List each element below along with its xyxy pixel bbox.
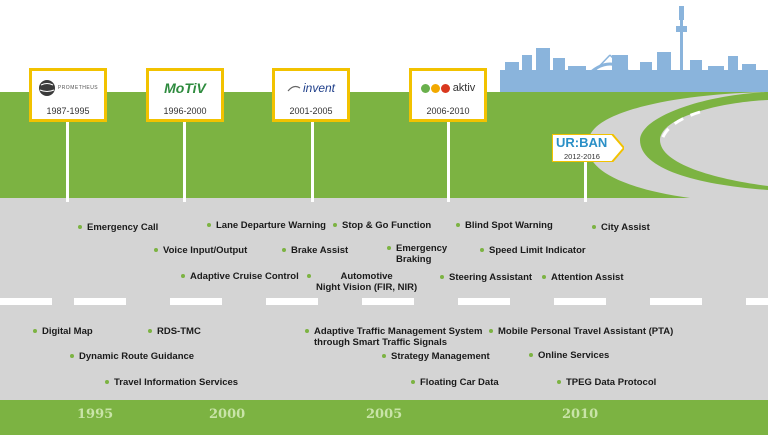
bullet xyxy=(382,354,386,358)
function-lane-departure-warning: Lane Departure Warning xyxy=(207,220,326,231)
invent-wordmark: invent xyxy=(302,81,336,95)
bullet xyxy=(456,223,460,227)
road-dash xyxy=(746,298,768,305)
bullet xyxy=(181,274,185,278)
function-city-assist: City Assist xyxy=(592,222,650,233)
function-voice-input-output: Voice Input/Output xyxy=(154,245,247,256)
motiv-wordmark: MoTiV xyxy=(164,80,206,96)
bullet xyxy=(33,329,37,333)
milestone-years: 1996-2000 xyxy=(163,106,207,116)
city-skyline xyxy=(500,6,768,95)
road-dash xyxy=(458,298,510,305)
bullet xyxy=(592,225,596,229)
prometheus-logo: PROMETHEUS xyxy=(32,73,104,103)
bullet xyxy=(387,246,391,250)
bullet xyxy=(557,380,561,384)
bullet xyxy=(440,275,444,279)
aktiv-circle-icon xyxy=(430,83,440,93)
milestone-years: 2006-2010 xyxy=(426,106,470,116)
urban-wordmark: UR:BAN xyxy=(556,135,608,150)
road-dash xyxy=(170,298,222,305)
milestone-sign-prometheus: PROMETHEUS 1987-1995 xyxy=(29,68,107,122)
year-label: 1995 xyxy=(77,407,114,422)
urban-years: 2012-2016 xyxy=(564,152,600,161)
bullet xyxy=(70,354,74,358)
aktiv-wordmark: aktiv xyxy=(452,82,476,94)
road-dash xyxy=(74,298,126,305)
function-rds-tmc: RDS-TMC xyxy=(148,326,201,337)
milestone-years: 1987-1995 xyxy=(46,106,90,116)
road-dash xyxy=(362,298,414,305)
sign-post xyxy=(311,120,314,202)
function-emergency-call: Emergency Call xyxy=(78,222,158,233)
function-online-services: Online Services xyxy=(529,350,609,361)
urban-arrow-sign xyxy=(552,134,624,162)
function-stop-and-go: Stop & Go Function xyxy=(333,220,431,231)
bullet xyxy=(480,248,484,252)
sign-post xyxy=(183,120,186,202)
sign-post xyxy=(447,120,450,202)
prometheus-wordmark: PROMETHEUS xyxy=(57,85,99,91)
function-blind-spot-warning: Blind Spot Warning xyxy=(456,220,553,231)
milestone-sign-invent: invent 2001-2005 xyxy=(272,68,350,122)
road-dash xyxy=(266,298,318,305)
sign-post xyxy=(66,120,69,202)
function-adaptive-cruise-control: Adaptive Cruise Control xyxy=(181,271,299,282)
bullet xyxy=(78,225,82,229)
sign-post xyxy=(584,160,587,202)
bullet xyxy=(282,248,286,252)
function-dynamic-route-guidance: Dynamic Route Guidance xyxy=(70,351,194,362)
milestone-sign-motiv: MoTiV 1996-2000 xyxy=(146,68,224,122)
function-floating-car-data: Floating Car Data xyxy=(411,377,499,388)
function-digital-map: Digital Map xyxy=(33,326,93,337)
function-tpeg-data-protocol: TPEG Data Protocol xyxy=(557,377,656,388)
function-attention-assist: Attention Assist xyxy=(542,272,623,283)
function-mobile-personal-travel-assistant: Mobile Personal Travel Assistant (PTA) xyxy=(489,326,673,337)
milestone-sign-aktiv: aktiv 2006-2010 xyxy=(409,68,487,122)
bullet xyxy=(148,329,152,333)
bullet xyxy=(154,248,158,252)
bullet xyxy=(333,223,337,227)
road-dash xyxy=(0,298,52,305)
winding-road xyxy=(0,92,768,200)
aktiv-circle-icon xyxy=(440,83,450,93)
bullet xyxy=(307,274,311,278)
function-strategy-management: Strategy Management xyxy=(382,351,490,362)
road-dash xyxy=(554,298,606,305)
function-speed-limit-indicator: Speed Limit Indicator xyxy=(480,245,586,256)
bullet xyxy=(529,353,533,357)
motiv-logo: MoTiV xyxy=(149,73,221,103)
bullet xyxy=(489,329,493,333)
road-dash xyxy=(650,298,702,305)
function-steering-assistant: Steering Assistant xyxy=(440,272,532,283)
year-label: 2000 xyxy=(209,407,246,422)
bullet xyxy=(305,329,309,333)
bullet xyxy=(542,275,546,279)
bullet xyxy=(411,380,415,384)
function-travel-information-services: Travel Information Services xyxy=(105,377,238,388)
function-brake-assist: Brake Assist xyxy=(282,245,348,256)
year-label: 2010 xyxy=(562,407,599,422)
bullet xyxy=(207,223,211,227)
year-label: 2005 xyxy=(366,407,403,422)
aktiv-logo: aktiv xyxy=(412,73,484,103)
aktiv-circle-icon xyxy=(420,83,430,93)
milestone-years: 2001-2005 xyxy=(289,106,333,116)
bullet xyxy=(105,380,109,384)
globe-icon xyxy=(38,80,55,96)
swoosh-icon xyxy=(287,85,301,92)
timeline-bar xyxy=(0,400,768,435)
invent-logo: invent xyxy=(275,73,347,103)
